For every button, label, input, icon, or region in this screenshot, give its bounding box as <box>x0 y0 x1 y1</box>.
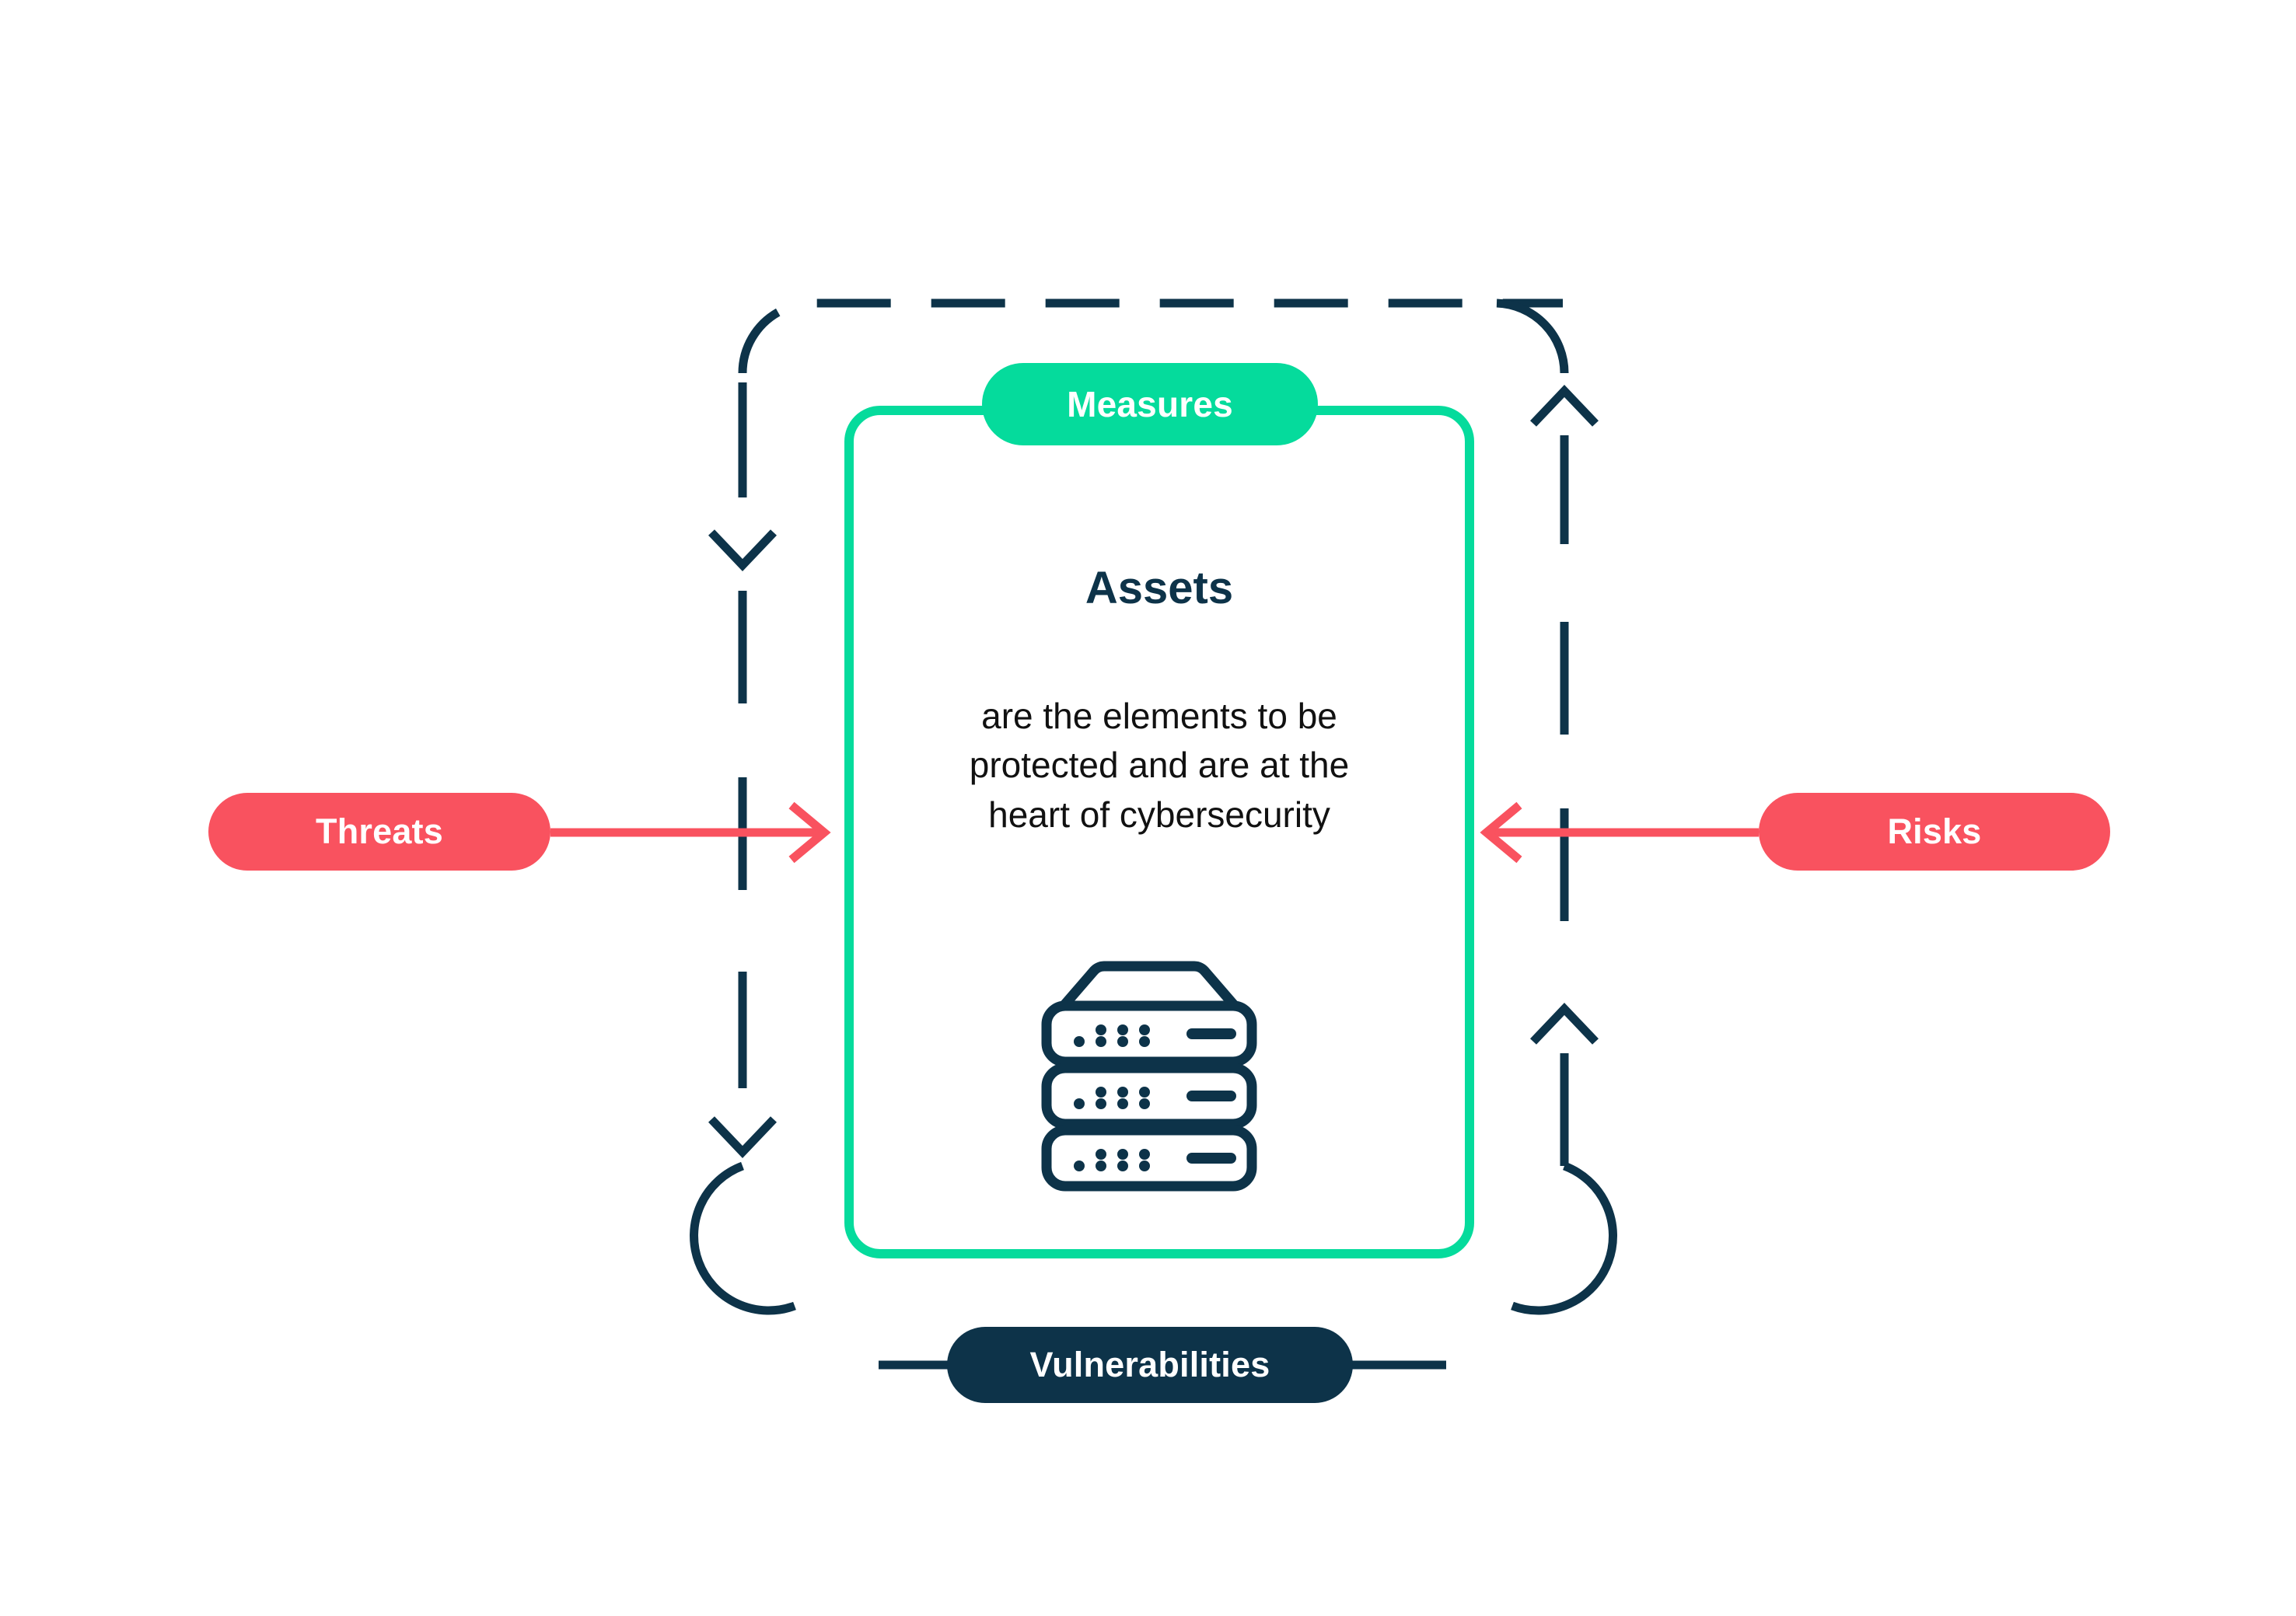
assets-description-line-2: protected and are at the <box>969 745 1350 786</box>
outer-dashed-boundary <box>690 298 1617 1370</box>
threats-arrowhead <box>788 801 831 864</box>
dashed-corner-bottom-left <box>690 1161 796 1315</box>
assets-description: are the elements to be protected and are… <box>849 692 1470 839</box>
server-unit-3-leds <box>1074 1149 1150 1171</box>
assets-description-line-1: are the elements to be <box>981 696 1337 736</box>
risks-arrowhead <box>1480 801 1522 864</box>
label-threats[interactable]: Threats <box>208 793 550 871</box>
label-risks[interactable]: Risks <box>1759 793 2110 871</box>
arrowhead-down-left-upper <box>708 529 777 571</box>
dashed-corner-bottom-right <box>1511 1161 1617 1315</box>
label-measures-text: Measures <box>1067 384 1233 424</box>
server-top-panel <box>1058 961 1240 1011</box>
dashed-corner-top-right <box>1496 298 1569 374</box>
server-stack-icon <box>1041 961 1257 1192</box>
label-vulnerabilities[interactable]: Vulnerabilities <box>947 1327 1353 1403</box>
label-threats-text: Threats <box>316 811 443 851</box>
assets-heading: Assets <box>1085 563 1234 613</box>
threats-arrow <box>550 801 831 864</box>
server-unit-2-dash <box>1186 1091 1236 1101</box>
risks-arrow <box>1480 801 1759 864</box>
arrowhead-up-right-upper <box>1530 385 1599 427</box>
arrowhead-up-right-lower <box>1530 1003 1599 1045</box>
server-unit-3 <box>1041 1125 1257 1192</box>
label-risks-text: Risks <box>1887 811 1982 851</box>
label-vulnerabilities-text: Vulnerabilities <box>1029 1345 1270 1384</box>
assets-panel-outline <box>844 406 1474 1258</box>
server-unit-1-dash <box>1186 1028 1236 1039</box>
server-unit-1-leds <box>1074 1024 1150 1047</box>
label-measures[interactable]: Measures <box>982 363 1318 445</box>
server-unit-3-dash <box>1186 1153 1236 1164</box>
assets-panel-border <box>844 406 1474 1258</box>
server-unit-2-leds <box>1074 1087 1150 1109</box>
arrowhead-down-left-lower <box>708 1116 777 1158</box>
assets-description-line-3: heart of cybersecurity <box>988 794 1330 835</box>
server-unit-1 <box>1041 1000 1257 1067</box>
dashed-edge-top-left <box>738 298 1563 374</box>
server-unit-2 <box>1041 1063 1257 1129</box>
